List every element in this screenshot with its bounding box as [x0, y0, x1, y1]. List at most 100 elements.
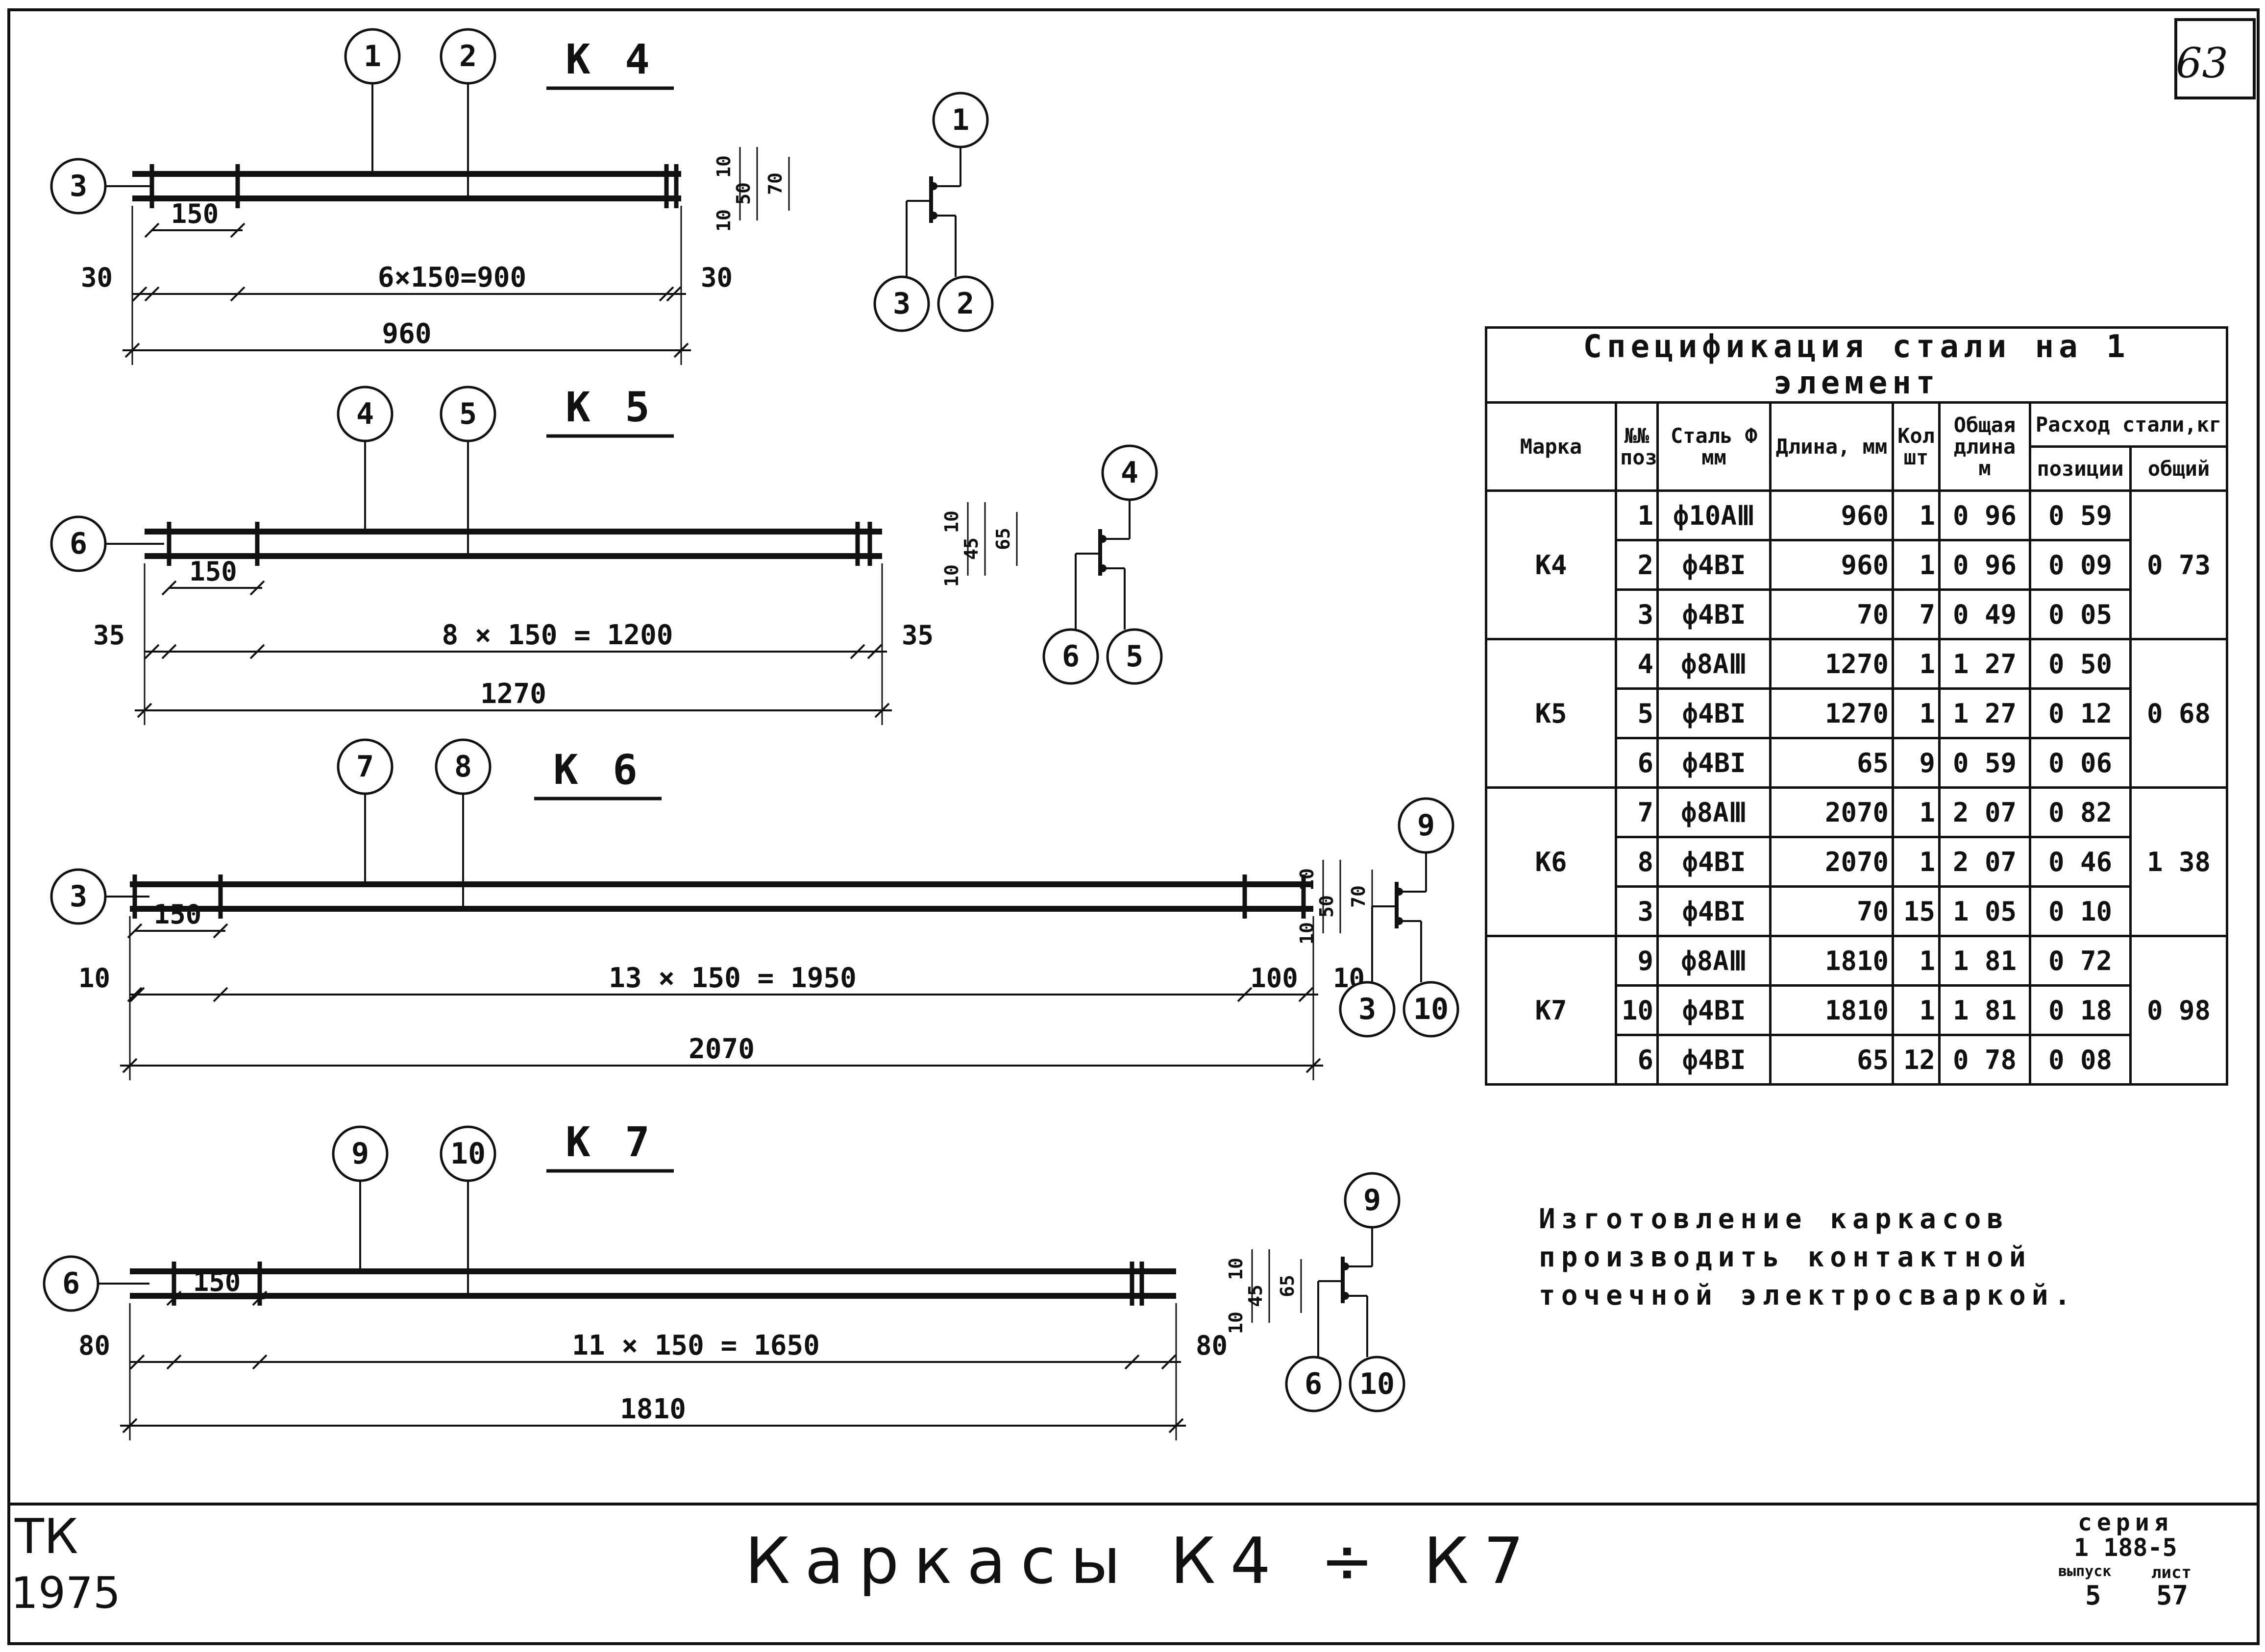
spec-length: 65 — [1769, 1034, 1894, 1086]
spec-mark: К7 — [1485, 935, 1617, 1086]
node-top: 9 — [1417, 808, 1435, 843]
spec-steel: ф8АⅢ — [1656, 935, 1772, 987]
spec-kg: 0 50 — [2029, 638, 2132, 690]
dim-tick — [1161, 1354, 1177, 1370]
spec-caption: Спецификация стали на 1 элемент — [1484, 326, 2229, 404]
spec-length: 65 — [1769, 737, 1894, 789]
sec-top: 10 — [1296, 868, 1318, 891]
callout-bar-mid: 5 — [459, 397, 477, 431]
spec-qty: 12 — [1892, 1034, 1941, 1086]
callout-cross-bar: 3 — [70, 169, 87, 203]
spec-kg: 0 10 — [2029, 885, 2132, 937]
sheet-number-box — [2174, 18, 2256, 99]
sec-bot: 10 — [1296, 922, 1318, 945]
spec-qty: 1 — [1892, 489, 1941, 541]
node-right-circle — [1349, 1356, 1405, 1412]
header-per-position: позиции — [2029, 445, 2132, 492]
dim-end-inner: 100 — [1250, 963, 1298, 994]
callout-bar-top: 7 — [356, 750, 374, 784]
spec-pos: 6 — [1615, 737, 1659, 789]
spec-pos: 8 — [1615, 836, 1659, 888]
dim-tick — [129, 987, 145, 1002]
dim-tick — [867, 644, 883, 659]
sec-top: 10 — [713, 155, 735, 178]
spec-length: 70 — [1769, 885, 1894, 937]
spec-length: 2070 — [1769, 836, 1894, 888]
spec-kg: 0 18 — [2029, 984, 2132, 1036]
spec-total-length: 0 96 — [1938, 539, 2031, 591]
dim-tick — [252, 1290, 268, 1306]
dim-tick — [213, 987, 228, 1002]
node-left: 6 — [1305, 1367, 1322, 1401]
dim-tick — [144, 286, 160, 302]
dim-tick — [161, 580, 177, 596]
spec-length: 1810 — [1769, 984, 1894, 1036]
weld-dot — [930, 182, 937, 190]
frame-title: К 4 — [566, 35, 655, 83]
node-top: 4 — [1121, 456, 1138, 490]
dim-tick — [249, 580, 265, 596]
spec-pos: 5 — [1615, 687, 1659, 739]
dim-main: 8 × 150 = 1200 — [442, 619, 673, 651]
node-left-circle — [1042, 628, 1099, 685]
spec-total-length: 1 05 — [1938, 885, 2031, 937]
spec-steel: ф8АⅢ — [1656, 786, 1772, 838]
series-value: 1 188-5 — [2074, 1533, 2177, 1562]
dim-tick — [666, 286, 682, 302]
sec-mid: 45 — [1245, 1285, 1266, 1307]
spec-kg: 0 06 — [2029, 737, 2132, 789]
spec-steel: ф4ВI — [1656, 836, 1772, 888]
stamp-tk: ТК — [15, 1509, 78, 1565]
sec-mid: 45 — [960, 537, 982, 560]
spec-steel: ф4ВI — [1656, 539, 1772, 591]
dim-main: 11 × 150 = 1650 — [572, 1330, 820, 1361]
sec-mid: 50 — [733, 182, 754, 205]
header-overall: общий — [2129, 445, 2229, 492]
spec-overall: 0 98 — [2129, 935, 2229, 1086]
issue-label: выпуск — [2058, 1563, 2112, 1580]
sec-mid: 50 — [1316, 895, 1337, 918]
callout-cross-bar: 6 — [70, 527, 87, 561]
fabrication-note: Изготовление каркасов производить контак… — [1539, 1203, 2077, 1312]
weld-dot — [1099, 535, 1107, 543]
callout-bar-top: 4 — [356, 397, 374, 431]
sheet-number: 63 — [2176, 39, 2228, 87]
spec-total-length: 1 81 — [1938, 935, 2031, 987]
sec-top: 10 — [941, 510, 962, 533]
spec-length: 70 — [1769, 588, 1894, 640]
dim-tick — [166, 1354, 182, 1370]
header-length: Длина, мм — [1769, 401, 1894, 492]
spec-kg: 0 05 — [2029, 588, 2132, 640]
dim-end-right: 35 — [902, 620, 934, 651]
dim-tick — [166, 1290, 182, 1306]
spec-qty: 1 — [1892, 539, 1941, 591]
spec-steel: ф4ВI — [1656, 1034, 1772, 1086]
node-right: 10 — [1359, 1367, 1395, 1401]
spec-kg: 0 46 — [2029, 836, 2132, 888]
dim-total: 960 — [382, 318, 431, 350]
dim-tick — [1298, 987, 1314, 1002]
dim-tick — [1124, 1354, 1140, 1370]
dim-tick — [659, 286, 674, 302]
dim-tick — [144, 222, 160, 238]
spec-qty: 1 — [1892, 836, 1941, 888]
sheet-value: 57 — [2156, 1580, 2189, 1611]
sec-top: 10 — [1225, 1258, 1247, 1280]
spec-qty: 1 — [1892, 687, 1941, 739]
spec-pos: 6 — [1615, 1034, 1659, 1086]
sec-bot: 10 — [713, 209, 735, 232]
spec-qty: 15 — [1892, 885, 1941, 937]
frame-title: К 6 — [553, 746, 642, 794]
dim-tick — [230, 286, 246, 302]
spec-steel: ф4ВI — [1656, 737, 1772, 789]
dim-pitch: 150 — [154, 899, 202, 930]
spec-total-length: 2 07 — [1938, 786, 2031, 838]
sec-bot: 10 — [1225, 1312, 1247, 1334]
